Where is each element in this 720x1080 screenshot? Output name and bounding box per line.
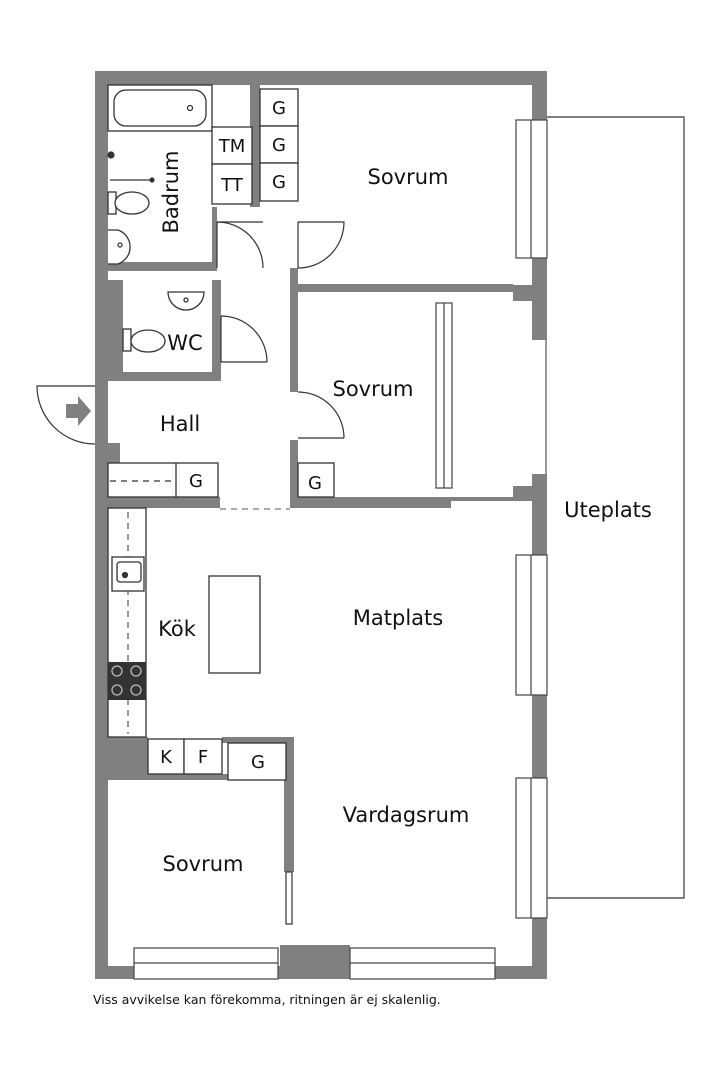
wardrobe-label: G — [308, 473, 322, 494]
wardrobe-label: G — [272, 98, 286, 119]
kitchen-island — [208, 575, 261, 674]
toilet-bathroom — [107, 191, 150, 215]
k-label: K — [160, 747, 173, 768]
room-label-sovrum-3: Sovrum — [162, 852, 243, 876]
tt-label: TT — [220, 175, 244, 196]
room-label-sovrum-1: Sovrum — [367, 165, 448, 189]
f-label: F — [198, 747, 208, 768]
wardrobe-label: G — [251, 752, 265, 773]
sink-bathroom — [108, 229, 131, 265]
wardrobe-label: G — [272, 172, 286, 193]
bedroom-2-wardrobe — [297, 462, 335, 498]
stove-icon — [108, 662, 146, 700]
toilet-wc — [122, 328, 166, 353]
room-label-wc: WC — [167, 331, 202, 355]
sliding-door-bedroom-3 — [285, 871, 293, 925]
room-label-sovrum-2: Sovrum — [332, 377, 413, 401]
shower-fixture — [107, 151, 155, 183]
windows-right — [515, 119, 548, 919]
room-label-kok: Kök — [158, 617, 197, 641]
room-label-badrum: Badrum — [159, 150, 183, 233]
room-label-vardagsrum: Vardagsrum — [343, 803, 470, 827]
room-label-hall: Hall — [160, 412, 200, 436]
hall-wardrobe — [107, 462, 219, 498]
room-label-matplats: Matplats — [353, 606, 443, 630]
wardrobe-label: G — [272, 135, 286, 156]
wardrobe-label: G — [189, 471, 203, 492]
entrance-arrow-icon — [66, 396, 91, 426]
sink-wc — [167, 291, 205, 311]
footer-note: Viss avvikelse kan förekomma, ritningen … — [93, 992, 441, 1007]
storage-column — [211, 88, 299, 205]
windows-bottom — [133, 947, 496, 980]
appliance-boxes — [147, 738, 287, 781]
tm-label: TM — [218, 136, 246, 157]
interior-walls — [95, 85, 532, 966]
kitchen-counter — [107, 507, 147, 738]
sliding-door-bedroom-2 — [435, 302, 453, 489]
room-label-uteplats: Uteplats — [564, 498, 652, 522]
doors — [36, 221, 345, 445]
fixture-labels: G G G TM TT G G K F G — [160, 98, 322, 773]
bathtub — [107, 84, 213, 132]
room-labels: Sovrum Badrum WC Sovrum Hall Kök Matplat… — [158, 150, 652, 876]
